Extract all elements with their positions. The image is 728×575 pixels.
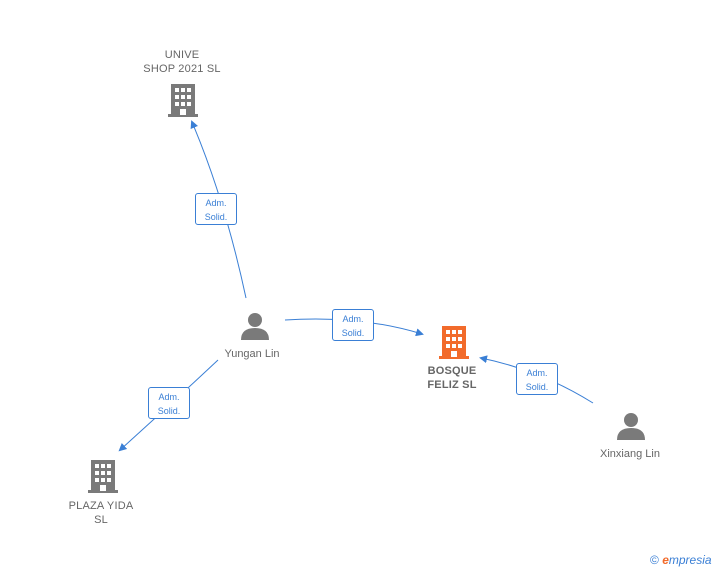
edge-label-yungan-plaza: Adm. Solid. bbox=[148, 387, 190, 419]
brand-e: e bbox=[662, 553, 669, 567]
unive-building-icon bbox=[168, 84, 198, 117]
node-label-yungan[interactable]: Yungan Lin bbox=[224, 348, 280, 360]
edge-label-yungan-unive: Adm. Solid. bbox=[195, 193, 237, 225]
copyright-symbol: © bbox=[650, 553, 659, 567]
xinxiang-person-icon bbox=[617, 413, 645, 440]
node-label-bosque[interactable]: BOSQUE FELIZ SL bbox=[427, 365, 477, 391]
node-label-unive[interactable]: UNIVE SHOP 2021 SL bbox=[143, 49, 221, 75]
edge-label-yungan-bosque: Adm. Solid. bbox=[332, 309, 374, 341]
bosque-building-icon bbox=[439, 326, 469, 359]
empresia-logo: © empresia bbox=[650, 553, 712, 567]
edge-label-xinxiang-bosque: Adm. Solid. bbox=[516, 363, 558, 395]
plaza-building-icon bbox=[88, 460, 118, 493]
node-label-plaza[interactable]: PLAZA YIDA SL bbox=[68, 500, 134, 526]
yungan-person-icon bbox=[241, 313, 269, 340]
brand-rest: mpresia bbox=[668, 553, 712, 567]
node-label-xinxiang[interactable]: Xinxiang Lin bbox=[600, 448, 660, 460]
